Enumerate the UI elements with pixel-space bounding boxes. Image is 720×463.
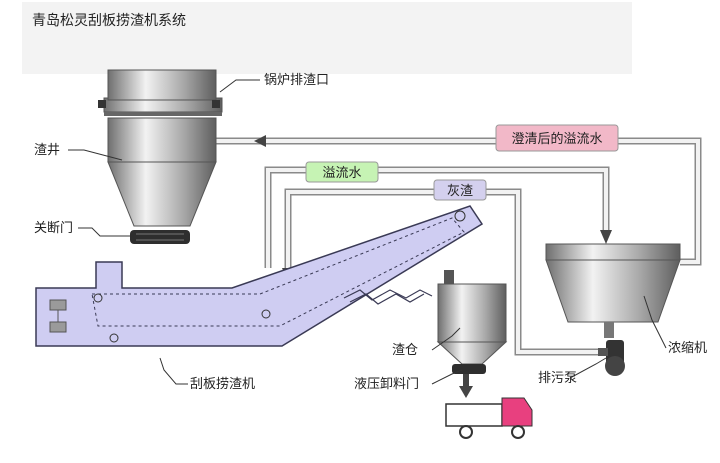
tag-overflow-water: 溢流水 [305, 161, 379, 183]
svg-text:澄清后的溢流水: 澄清后的溢流水 [511, 131, 602, 147]
arrow-into-thickener [600, 230, 612, 244]
label-shutoff-gate: 关断门 [34, 221, 73, 236]
tag-clarified-overflow: 澄清后的溢流水 [495, 124, 619, 152]
boiler-outlet [98, 69, 223, 116]
arrow-into-slag-well [254, 135, 266, 147]
label-boiler-outlet: 锅炉排渣口 [264, 72, 329, 88]
label-slag-well: 渣井 [34, 143, 60, 158]
label-thickener: 浓缩机 [668, 340, 707, 356]
label-sewage-pump: 排污泵 [538, 371, 577, 386]
label-hydraulic-gate: 液压卸料门 [354, 376, 419, 392]
shutoff-gate [130, 230, 190, 244]
label-slag-bin: 渣仓 [392, 343, 418, 358]
arrow-to-truck [459, 386, 473, 398]
tag-ash-slag: 灰渣 [433, 179, 487, 201]
svg-text:溢流水: 溢流水 [322, 166, 361, 181]
leader-lines [68, 79, 667, 385]
diagram-title: 青岛松灵刮板捞渣机系统 [32, 13, 186, 29]
pipe-network [214, 137, 702, 356]
title-panel [22, 2, 632, 74]
truck-icon [445, 397, 533, 439]
label-conveyor: 刮板捞渣机 [190, 376, 255, 392]
pump-icon [598, 340, 625, 376]
thickener [545, 243, 681, 338]
slag-bin [436, 270, 508, 374]
slag-well [107, 117, 217, 227]
scraper-conveyor [35, 205, 484, 347]
svg-text:灰渣: 灰渣 [447, 184, 473, 199]
